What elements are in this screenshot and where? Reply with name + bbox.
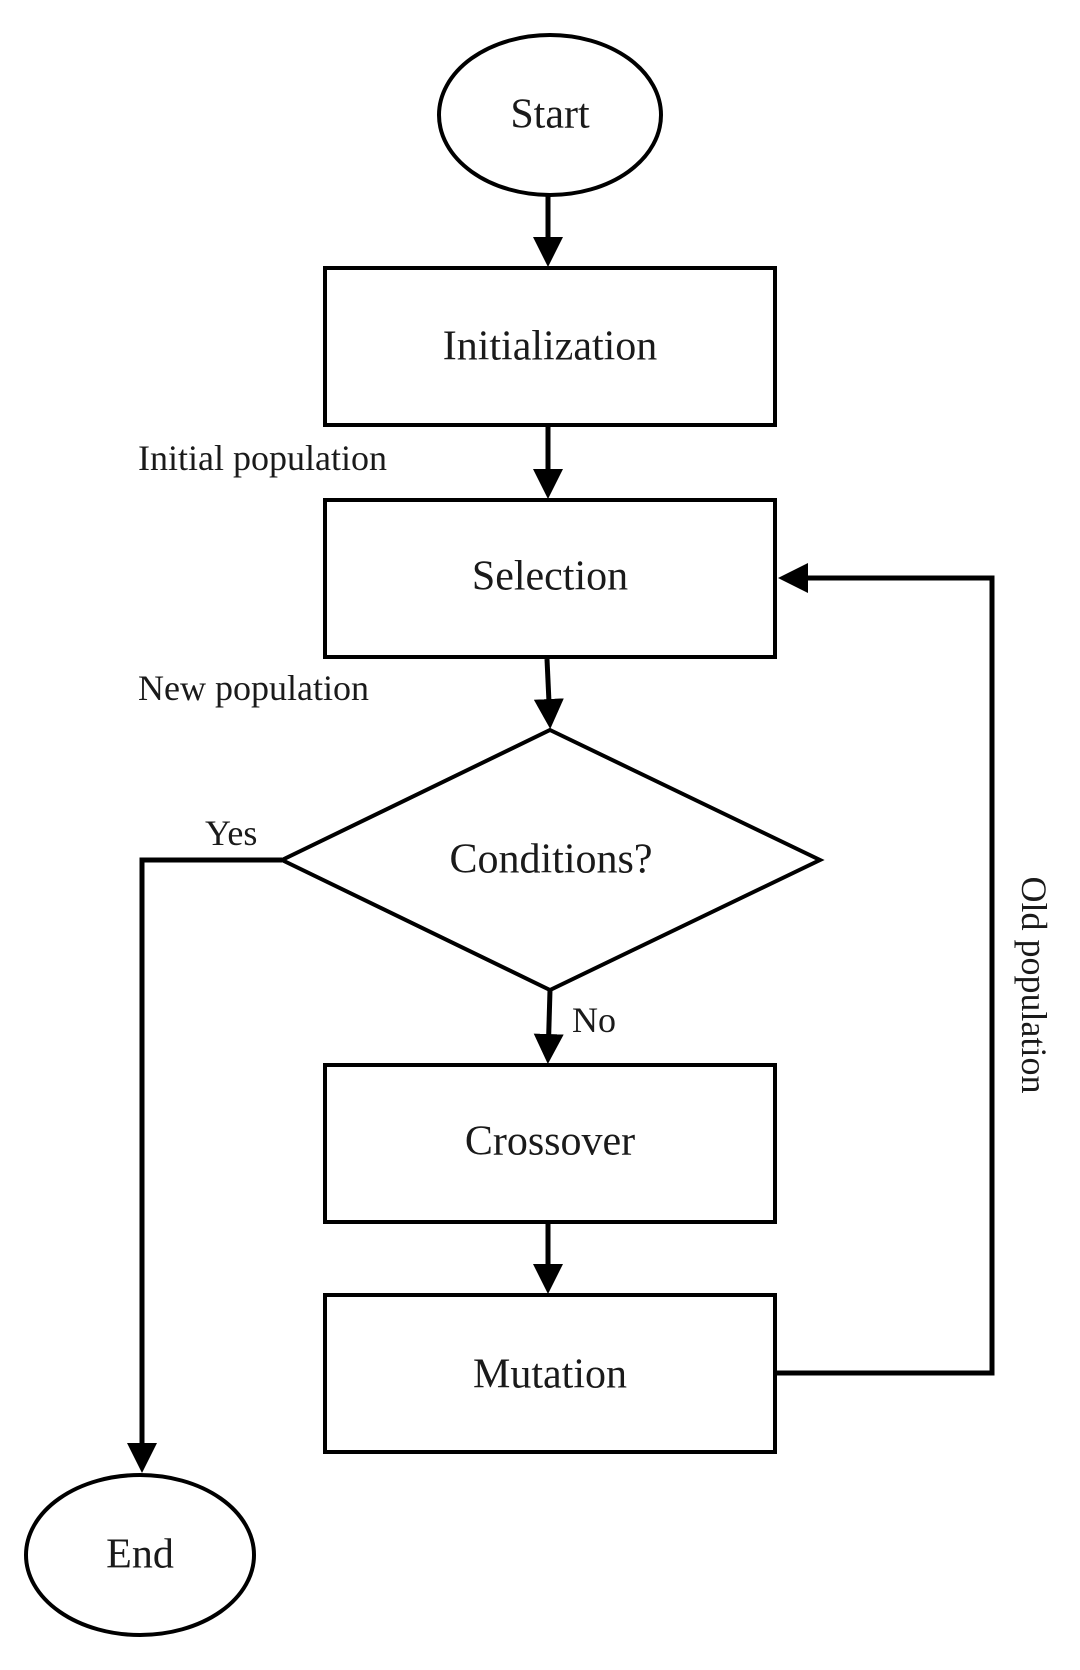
arrow-selection-to-conditions <box>533 658 564 729</box>
no-label: No <box>572 1000 616 1040</box>
conditions-label: Conditions? <box>449 837 652 883</box>
start-label: Start <box>510 92 590 138</box>
new-population-label: New population <box>138 668 369 708</box>
end-label: End <box>106 1532 174 1578</box>
arrow-conditions-yes-to-end <box>127 857 282 1473</box>
start-node: Start <box>437 33 663 197</box>
yes-label: Yes <box>205 813 257 853</box>
arrow-conditions-no-to-crossover <box>533 989 564 1064</box>
conditions-decision-node: Conditions? <box>277 727 825 993</box>
selection-label: Selection <box>472 554 628 600</box>
mutation-node: Mutation <box>323 1293 777 1454</box>
initial-population-label: Initial population <box>138 438 387 478</box>
crossover-node: Crossover <box>323 1063 777 1224</box>
arrow-mutation-old-population-to-selection <box>777 563 995 1376</box>
selection-node: Selection <box>323 498 777 659</box>
initialization-node: Initialization <box>323 266 777 427</box>
mutation-label: Mutation <box>473 1352 627 1398</box>
end-node: End <box>24 1473 256 1637</box>
old-population-label: Old population <box>1014 877 1054 1094</box>
crossover-label: Crossover <box>465 1119 635 1165</box>
initialization-label: Initialization <box>443 324 658 370</box>
